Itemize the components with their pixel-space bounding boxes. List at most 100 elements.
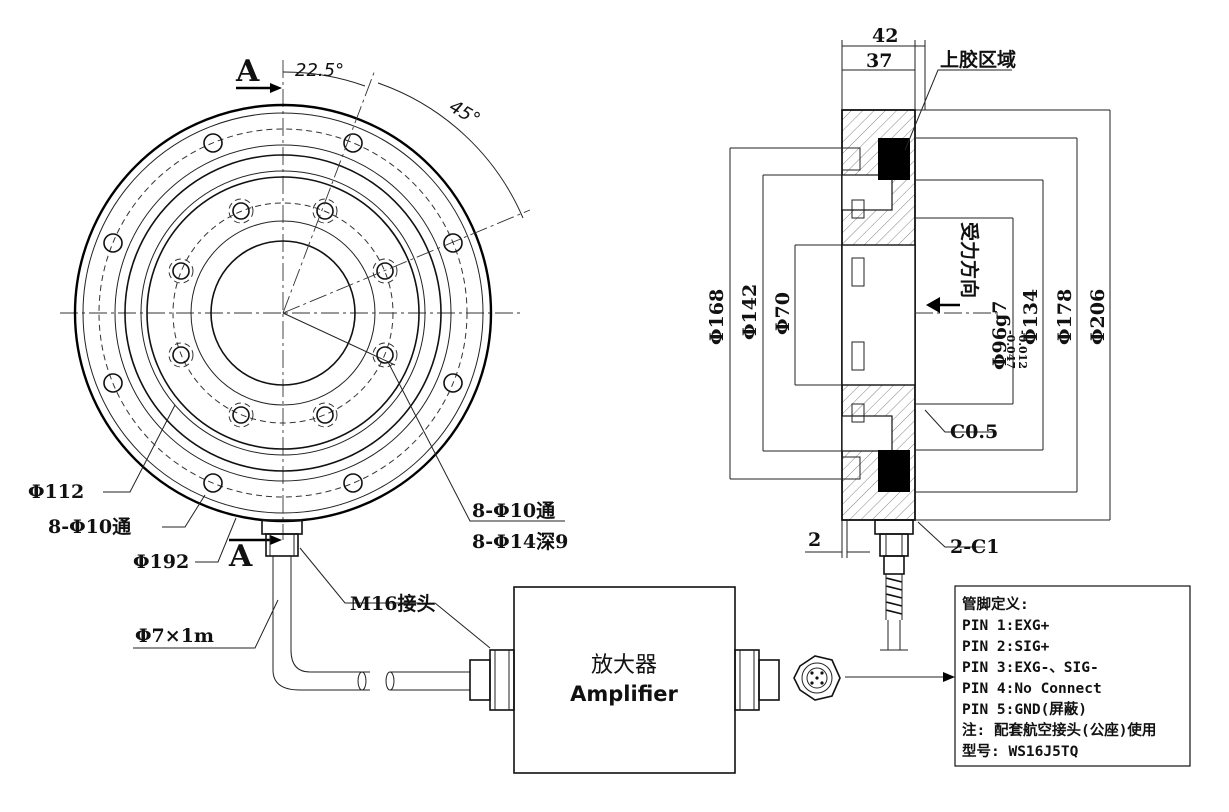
- pin-note: 注: 配套航空接头(公座)使用: [962, 721, 1156, 739]
- section-mark-bottom: A: [228, 539, 253, 574]
- aviation-connector-face: [793, 655, 841, 701]
- front-view: 22.5° 45° A A Φ112 8-Φ10通 Φ192 8-Φ10通 8-…: [28, 54, 568, 691]
- outer-chamfer-circle: [82, 112, 484, 514]
- amp-right-connector: [758, 659, 780, 701]
- outer-step-circle: [114, 144, 452, 482]
- amplifier-box: [513, 586, 736, 774]
- dim-d134: Φ134: [1020, 289, 1042, 345]
- side-cable-gland: [874, 519, 914, 651]
- pin-definition-table: 管脚定义: PIN 1:EXG+ PIN 2:SIG+ PIN 3:EXG-、S…: [954, 585, 1191, 767]
- dim-d96: Φ96g7: [989, 301, 1011, 371]
- outer-hole: [343, 473, 363, 493]
- leader-d192: [195, 517, 237, 563]
- hub-outer-circle: [146, 176, 420, 450]
- amp-right-nut: [734, 649, 760, 711]
- side-view: 42 37 上胶区域 Φ168 Φ142 Φ70 Φ96g7 -0.012 -0…: [706, 25, 1111, 651]
- pin-table-title: 管脚定义:: [962, 595, 1029, 613]
- inner-holes: [168, 198, 398, 428]
- dim-cable: Φ7×1m: [135, 625, 214, 647]
- inner-counterbore: [372, 342, 398, 368]
- dim-d178: Φ178: [1054, 289, 1076, 345]
- dim-outer-holes: 8-Φ10通: [48, 516, 132, 538]
- outer-hole: [103, 373, 123, 393]
- leader-inner-holes: [387, 361, 565, 522]
- leader-connector: [299, 547, 420, 604]
- inner-hole: [172, 262, 190, 280]
- section-arrowhead-bottom: [270, 535, 282, 545]
- dim-inner-holes-2: 8-Φ14深9: [472, 530, 568, 553]
- leader-glue: [904, 69, 1012, 151]
- pin-row: PIN 2:SIG+: [962, 639, 1050, 655]
- tol-lower: -0.047: [1004, 330, 1017, 369]
- inner-counterbore: [228, 402, 254, 428]
- amp-left-nut: [489, 649, 515, 711]
- dim-d168: Φ168: [706, 289, 728, 345]
- angle-arc-large: [377, 82, 524, 219]
- angle-arc-small: [282, 71, 366, 87]
- groove-inner-circle: [140, 170, 426, 456]
- outer-hole: [443, 233, 463, 253]
- dim-37: 37: [866, 50, 892, 72]
- dim-d70: Φ70: [772, 292, 794, 335]
- section-mark-top: A: [235, 54, 260, 89]
- inner-bolt-circle: [172, 202, 394, 424]
- dim-inner-holes-1: 8-Φ10通: [472, 500, 556, 522]
- outer-hole: [203, 133, 223, 153]
- inner-counterbore: [228, 198, 254, 224]
- amplifier-label-cn: 放大器: [591, 653, 657, 678]
- tol-upper: -0.012: [1016, 330, 1029, 369]
- connector-label: M16接头: [350, 593, 435, 615]
- leader-2c1: [917, 521, 985, 548]
- outer-hole: [443, 373, 463, 393]
- inner-hole: [376, 346, 394, 364]
- amplifier-assembly: 放大器 Amplifier: [385, 586, 955, 774]
- chamfer-c05: C0.5: [950, 421, 998, 443]
- amp-left-gland: [469, 659, 491, 701]
- outer-holes: [103, 133, 463, 493]
- pin-model: 型号: WS16J5TQ: [962, 742, 1079, 760]
- inner-counterbore: [312, 402, 338, 428]
- center-bore-circle: [210, 240, 356, 386]
- amplifier-label-en: Amplifier: [570, 682, 678, 706]
- inner-counterbore: [168, 342, 194, 368]
- center-bore-section: [841, 244, 916, 386]
- dim-2: 2: [808, 529, 821, 551]
- dim-d112: Φ112: [28, 481, 84, 503]
- angle-small-label: 22.5°: [295, 60, 344, 81]
- groove-outer-circle: [124, 154, 442, 472]
- pin-row: PIN 4:No Connect: [962, 681, 1102, 697]
- hub-step-circle: [190, 220, 376, 406]
- outer-hole: [103, 233, 123, 253]
- inner-counterbore: [168, 258, 194, 284]
- leader-connector-2: [434, 602, 491, 649]
- pin-row: PIN 3:EXG-、SIG-: [962, 660, 1099, 676]
- inner-counterbore: [312, 198, 338, 224]
- dim-d206: Φ206: [1087, 289, 1109, 345]
- leader-d112: [103, 404, 176, 493]
- leader-cable: [133, 599, 279, 649]
- inner-hole: [376, 262, 394, 280]
- radial-line-22: [282, 69, 376, 314]
- leader-c05: [924, 409, 995, 433]
- angle-large-label: 45°: [446, 96, 484, 130]
- inner-hole: [232, 202, 250, 220]
- glue-area-top: [878, 138, 910, 180]
- pin-row: PIN 1:EXG+: [962, 618, 1050, 634]
- glue-area-label: 上胶区域: [940, 48, 1016, 71]
- dim-d142: Φ142: [739, 284, 761, 340]
- inner-counterbore: [372, 258, 398, 284]
- dim-d192: Φ192: [133, 551, 189, 573]
- outer-flange-circle: [73, 103, 493, 523]
- leader-outer-holes: [162, 494, 206, 528]
- outer-hole: [343, 133, 363, 153]
- outer-hole: [203, 473, 223, 493]
- dim-42: 42: [872, 25, 898, 47]
- chamfer-2c1: 2-C1: [950, 536, 999, 558]
- glue-area-bottom: [878, 450, 910, 492]
- inner-hole: [172, 346, 190, 364]
- inner-hole: [316, 406, 334, 424]
- radial-line-45: [282, 209, 531, 314]
- radial-line-hole: [282, 312, 396, 366]
